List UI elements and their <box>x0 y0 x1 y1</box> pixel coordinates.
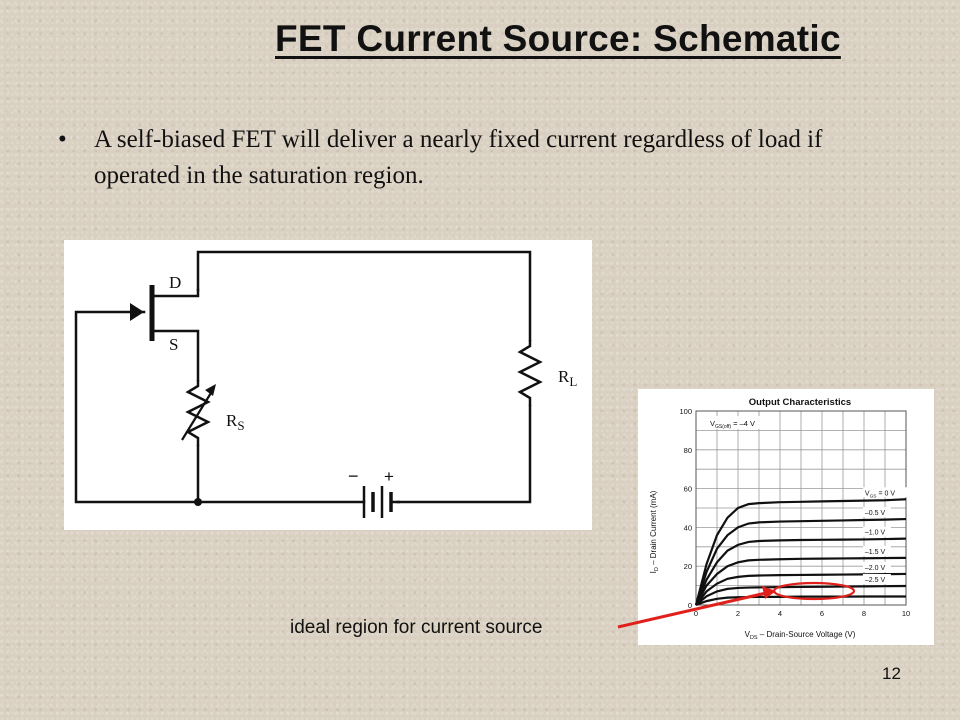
y-tick-label: 60 <box>684 485 692 494</box>
drain-label: D <box>169 273 181 292</box>
series-label: VGS = 0 V <box>865 490 895 499</box>
annotation-box <box>708 416 768 429</box>
rs-label: RS <box>226 411 245 433</box>
bullet-icon: • <box>58 126 67 153</box>
series-label: –0.5 V <box>865 510 886 517</box>
series-line <box>694 498 907 606</box>
y-tick-label: 20 <box>684 562 692 571</box>
top-wire <box>196 250 532 342</box>
x-tick-label: 2 <box>736 609 740 618</box>
series-label-bg <box>862 487 909 498</box>
circuit-diagram: D S RS RL − + <box>74 250 577 518</box>
rs-arrow-head-icon <box>205 384 216 396</box>
drain-lead <box>150 288 200 298</box>
junction-dot <box>194 498 202 506</box>
series-label: –2.5 V <box>865 577 886 584</box>
series-label: –1.5 V <box>865 549 886 556</box>
y-tick-label: 0 <box>688 601 692 610</box>
x-tick-label: 4 <box>778 609 782 618</box>
right-wire <box>396 404 532 504</box>
rs-resistor <box>185 380 211 446</box>
x-tick-label: 6 <box>820 609 824 618</box>
series-line <box>695 556 907 606</box>
bullet-text: A self-biased FET will deliver a nearly … <box>94 126 823 189</box>
y-tick-label: 40 <box>684 523 692 532</box>
chart-title: Output Characteristics <box>749 397 851 408</box>
slide-title: FET Current Source: Schematic <box>275 18 841 59</box>
x-axis-label: VDS – Drain-Source Voltage (V) <box>745 630 856 641</box>
bottom-wire <box>74 310 200 504</box>
vgs-off-annotation: VGS(off) = –4 V <box>710 419 755 430</box>
page-number: 12 <box>882 664 901 683</box>
series-line <box>694 517 907 606</box>
battery-minus-label: − <box>348 466 359 486</box>
series-label: –1.0 V <box>865 530 886 537</box>
plot-border <box>695 410 907 606</box>
gate-arrow-icon <box>130 303 144 321</box>
series-label-bg <box>862 573 891 584</box>
y-tick-label: 80 <box>684 446 692 455</box>
series-label: –2.0 V <box>865 565 886 572</box>
y-axis-label: ID – Drain Current (mA) <box>649 490 660 573</box>
x-tick-label: 10 <box>902 609 910 618</box>
rl-label: RL <box>558 367 577 389</box>
source-lead <box>150 329 200 382</box>
series-label-bg <box>862 526 891 537</box>
x-tick-label: 0 <box>694 609 698 618</box>
x-tick-label: 8 <box>862 609 866 618</box>
series-line <box>695 572 907 606</box>
battery-plus-label: + <box>384 467 394 486</box>
rl-resistor <box>517 340 543 406</box>
series-label-bg <box>862 507 891 518</box>
series-label-bg <box>862 561 891 572</box>
y-tick-label: 100 <box>679 407 692 416</box>
circuit-diagram-panel: D S RS RL − + <box>64 240 592 530</box>
annotation-label: ideal region for current source <box>290 617 543 638</box>
chart-curve-labels: VGS = 0 V –0.5 V –1.0 V –1.5 V –2.0 V –2.5 V <box>862 487 909 584</box>
rs-variable-arrow <box>181 387 215 441</box>
source-label: S <box>169 335 178 354</box>
chart-grid <box>695 410 907 606</box>
series-label-bg <box>862 545 891 556</box>
series-line <box>694 537 907 606</box>
